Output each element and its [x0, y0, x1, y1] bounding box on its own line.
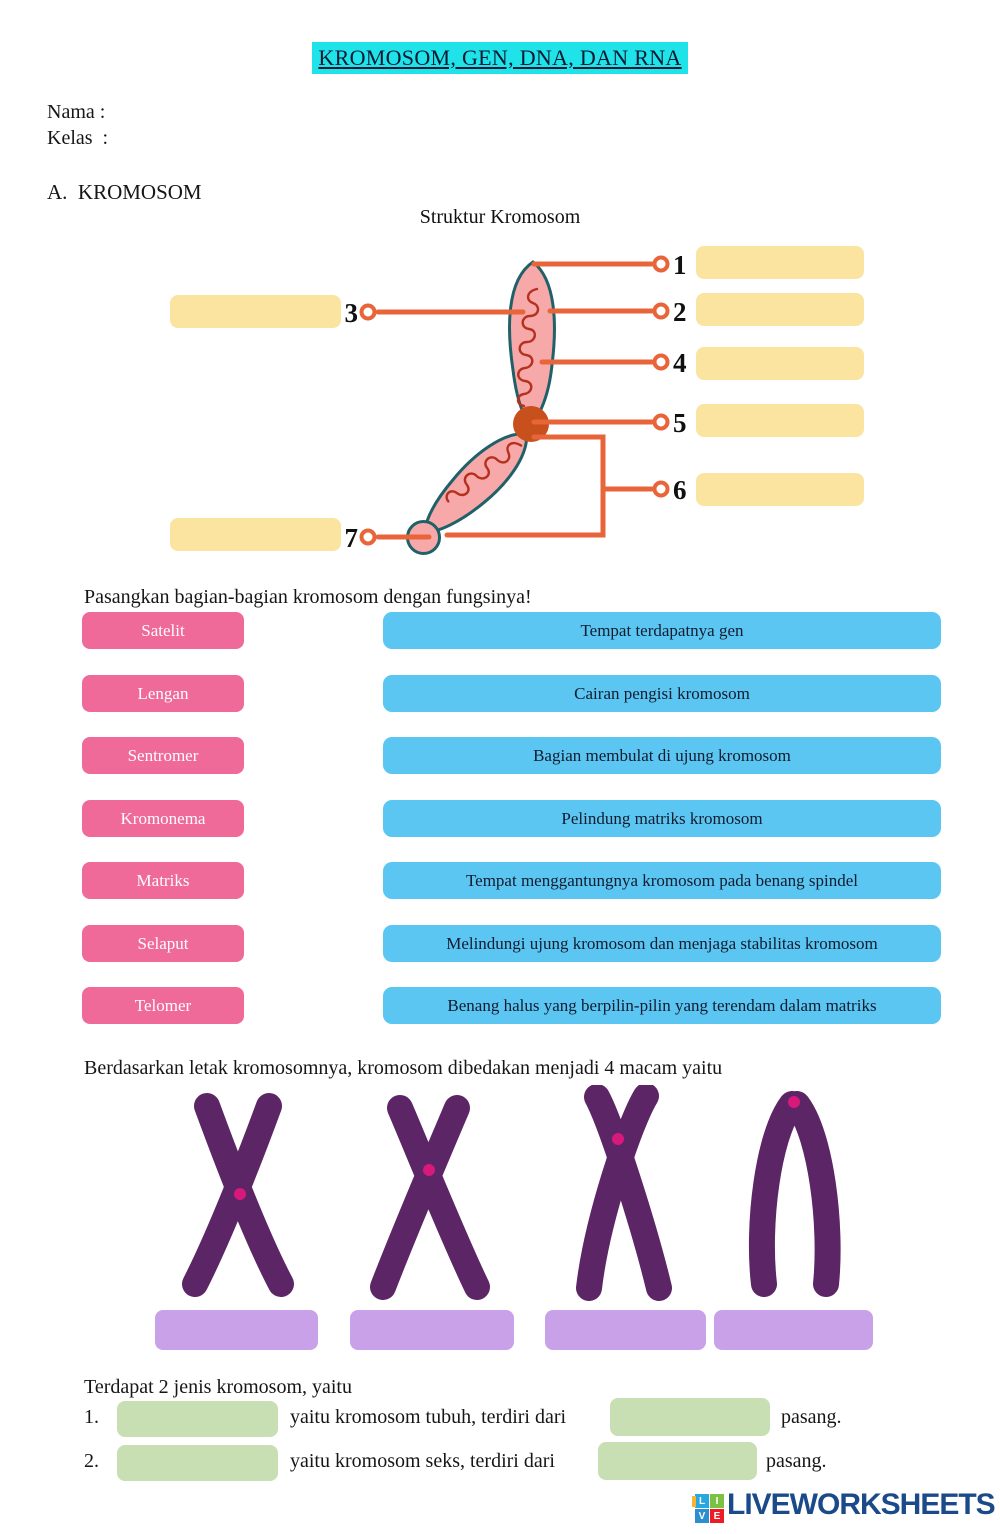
- diagram-number-5: 5: [673, 408, 687, 438]
- page-title: KROMOSOM, GEN, DNA, DAN RNA: [312, 42, 688, 74]
- kinds-item-1-tail: pasang.: [781, 1406, 842, 1428]
- matching-heading: Pasangkan bagian-bagian kromosom dengan …: [84, 586, 532, 608]
- title-bar: KROMOSOM, GEN, DNA, DAN RNA: [0, 42, 1000, 74]
- diagram-number-7: 7: [345, 523, 359, 553]
- kinds-item-1-number: 1.: [84, 1406, 99, 1428]
- ring-1: [652, 255, 670, 273]
- logo-cell-v: V: [695, 1509, 709, 1523]
- function-1[interactable]: Tempat terdapatnya gen: [383, 612, 941, 649]
- ring-6: [652, 480, 670, 498]
- logo-cell-l: L: [695, 1494, 709, 1508]
- part-selaput[interactable]: Selaput: [82, 925, 244, 962]
- centromere-dots: [234, 1096, 800, 1200]
- chromosome-shapes: [182, 1085, 841, 1301]
- part-matriks[interactable]: Matriks: [82, 862, 244, 899]
- answer-box-2[interactable]: [696, 293, 864, 326]
- chromonema-lower: [445, 441, 523, 503]
- type-answer-box-1[interactable]: [155, 1310, 318, 1350]
- logo-cell-e: E: [710, 1509, 724, 1523]
- kinds-item-2-number: 2.: [84, 1450, 99, 1472]
- part-telomer[interactable]: Telomer: [82, 987, 244, 1024]
- class-label: Kelas :: [47, 127, 109, 149]
- function-5[interactable]: Tempat menggantungnya kromosom pada bena…: [383, 862, 941, 899]
- answer-box-5[interactable]: [696, 404, 864, 437]
- function-2[interactable]: Cairan pengisi kromosom: [383, 675, 941, 712]
- diagram-number-6: 6: [673, 475, 687, 505]
- submetacentric-chromatid-a: [387, 1095, 490, 1300]
- logo-accent: [692, 1496, 696, 1507]
- pointer-rings: [359, 255, 670, 546]
- ring-2: [652, 302, 670, 320]
- diagram-number-3: 3: [345, 298, 359, 328]
- answer-box-3[interactable]: [170, 295, 341, 328]
- chromosome-structure-diagram: 1 2 3 4 5 6 7: [170, 246, 864, 555]
- part-kromonema[interactable]: Kromonema: [82, 800, 244, 837]
- kinds-answer-2b[interactable]: [598, 1442, 757, 1480]
- chromosome-types-figure: [155, 1085, 873, 1350]
- diagram-number-1: 1: [673, 250, 687, 280]
- classification-heading: Berdasarkan letak kromosomnya, kromosom …: [84, 1057, 723, 1079]
- answer-box-6[interactable]: [696, 473, 864, 506]
- telocentric-chromatid-b: [784, 1091, 841, 1297]
- answer-box-1[interactable]: [696, 246, 864, 279]
- kinds-heading: Terdapat 2 jenis kromosom, yaitu: [84, 1376, 352, 1398]
- diagram-numbers: 1 2 3 4 5 6 7: [345, 250, 687, 553]
- submetacentric-centromere-dot: [423, 1164, 435, 1176]
- type-answer-box-3[interactable]: [545, 1310, 706, 1350]
- ring-3: [359, 303, 377, 321]
- telocentric-centromere-dot: [788, 1096, 800, 1108]
- function-3[interactable]: Bagian membulat di ujung kromosom: [383, 737, 941, 774]
- function-4[interactable]: Pelindung matriks kromosom: [383, 800, 941, 837]
- kinds-answer-2a[interactable]: [117, 1445, 278, 1481]
- section-heading: A. KROMOSOM: [47, 180, 202, 204]
- diagram-number-2: 2: [673, 297, 687, 327]
- chromonema-upper: [516, 287, 540, 408]
- diagram-number-4: 4: [673, 348, 687, 378]
- kinds-answer-1a[interactable]: [117, 1401, 278, 1437]
- kinds-item-2-tail: pasang.: [766, 1450, 827, 1472]
- kinds-item-2-text: yaitu kromosom seks, terdiri dari: [290, 1450, 555, 1472]
- ring-5: [652, 413, 670, 431]
- metacentric-centromere-dot: [234, 1188, 246, 1200]
- acrocentric-centromere-dot: [612, 1133, 624, 1145]
- pointer-bracket-6: [444, 434, 606, 538]
- kinds-answer-1b[interactable]: [610, 1398, 770, 1436]
- acrocentric-chromatid-a: [584, 1085, 672, 1301]
- centromere-shape: [513, 406, 549, 442]
- telocentric-chromatid-a: [748, 1091, 805, 1297]
- upper-arm-shape: [508, 260, 556, 429]
- part-lengan[interactable]: Lengan: [82, 675, 244, 712]
- name-label: Nama :: [47, 101, 106, 123]
- part-sentromer[interactable]: Sentromer: [82, 737, 244, 774]
- logo-cell-i: I: [710, 1494, 724, 1508]
- liveworksheets-wordmark[interactable]: LIVEWORKSHEETS: [727, 1488, 996, 1521]
- submetacentric-chromatid-b: [370, 1095, 470, 1300]
- part-satelit[interactable]: Satelit: [82, 612, 244, 649]
- type-answer-box-2[interactable]: [350, 1310, 514, 1350]
- pointer-lines: [375, 261, 655, 540]
- diagram-title: Struktur Kromosom: [419, 206, 581, 228]
- acrocentric-chromatid-b: [576, 1085, 659, 1301]
- ring-4: [652, 353, 670, 371]
- function-7[interactable]: Benang halus yang berpilin-pilin yang te…: [383, 987, 941, 1024]
- answer-box-4[interactable]: [696, 347, 864, 380]
- ring-7: [359, 528, 377, 546]
- function-6[interactable]: Melindungi ujung kromosom dan menjaga st…: [383, 925, 941, 962]
- liveworksheets-logo-icon[interactable]: L I V E: [692, 1494, 1000, 1523]
- type-answer-box-4[interactable]: [714, 1310, 873, 1350]
- answer-box-7[interactable]: [170, 518, 341, 551]
- kinds-item-1-text: yaitu kromosom tubuh, terdiri dari: [290, 1406, 567, 1428]
